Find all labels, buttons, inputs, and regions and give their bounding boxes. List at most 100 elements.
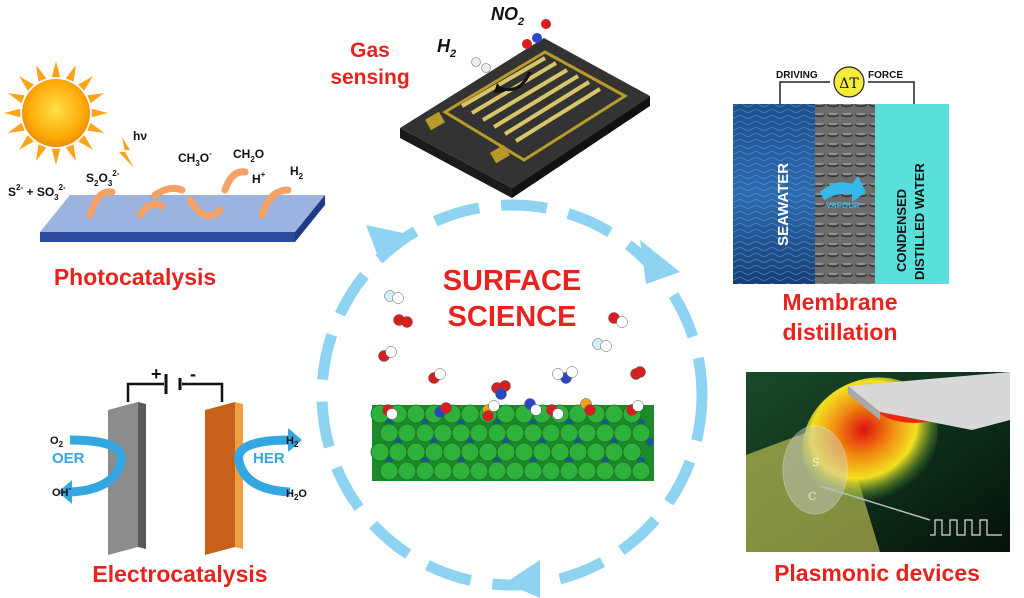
cycle-arrow-bottom xyxy=(505,560,540,598)
molecule-atom xyxy=(488,400,500,412)
photocatalyst-plate xyxy=(40,195,325,232)
oer-arrowhead-icon xyxy=(58,480,72,504)
surface-atom xyxy=(595,461,615,481)
gas-sensing-label-line1: Gas xyxy=(350,39,390,62)
no2-nitrogen xyxy=(532,33,542,43)
s2o3-text: S2O32- xyxy=(86,169,120,188)
plus-terminal: + xyxy=(151,364,162,384)
surface-atom xyxy=(631,423,651,443)
molecule-atom xyxy=(530,404,542,416)
sensor-chip-front xyxy=(400,128,512,198)
interdigitated-electrodes xyxy=(442,50,628,162)
molecule xyxy=(630,366,646,380)
no2-molecule xyxy=(522,39,532,49)
ch3o-text: CH3O- xyxy=(178,149,212,168)
surface-atom xyxy=(577,423,597,443)
sun-ray xyxy=(51,61,61,78)
no2-label: NO2 xyxy=(491,4,524,28)
surface-atom xyxy=(460,442,480,462)
plasmonic-panel: S C Plasmonic devices xyxy=(746,372,1010,586)
surface-atom xyxy=(496,442,516,462)
surface-atom xyxy=(568,442,588,462)
exchange-arrowhead-icon xyxy=(494,83,505,93)
sc-lens xyxy=(782,425,848,515)
sun-ray xyxy=(65,64,76,82)
surface-atom xyxy=(541,423,561,443)
gas-sensing-panel: Gas sensing NO2 H2 xyxy=(330,4,650,198)
surface-atom xyxy=(469,423,489,443)
no2-oxygen xyxy=(541,19,551,29)
cathode-edge xyxy=(235,402,243,549)
molecule-atom xyxy=(440,402,452,414)
membrane-label-line1: Membrane xyxy=(782,289,897,315)
sensor-pad-left xyxy=(425,111,445,131)
distilled-water-text: DISTILLED WATER xyxy=(912,163,927,280)
sun-ray xyxy=(36,144,47,162)
sensor-pad-right xyxy=(490,144,510,164)
seawater-waves xyxy=(733,104,815,284)
surface-atom xyxy=(424,442,444,462)
ch2o-text: CH2O xyxy=(233,147,264,164)
surface-atom xyxy=(460,404,480,424)
sun-ray xyxy=(87,122,105,133)
probe-line xyxy=(819,485,931,521)
molecule xyxy=(434,402,452,418)
surface-atom xyxy=(604,404,624,424)
lightning-icon xyxy=(119,137,134,168)
waveguide-tip xyxy=(848,372,1010,430)
molecule xyxy=(580,398,596,416)
gas-sensing-label-line2: sensing xyxy=(330,66,409,89)
vapour-text: VAPOUR xyxy=(826,201,860,210)
sensor-chip-side xyxy=(512,96,650,198)
surface-atom xyxy=(631,461,651,481)
surface-atom xyxy=(433,461,453,481)
molecule-atom xyxy=(392,292,404,304)
o2-electro-text: O2 xyxy=(50,435,64,449)
oh-text: OH- xyxy=(52,484,72,499)
sun-ray xyxy=(87,93,105,104)
surface-atom xyxy=(451,461,471,481)
molecule-atom xyxy=(386,408,398,420)
sun-ray xyxy=(36,64,47,82)
sun-icon xyxy=(4,61,108,165)
sun-ray xyxy=(78,76,93,91)
molecule-atom xyxy=(401,316,413,328)
subsurface-atom xyxy=(646,438,654,446)
hv-text: hν xyxy=(133,129,147,143)
adsorbed-molecules xyxy=(378,290,646,422)
hplus-text: H+ xyxy=(252,170,266,186)
her-text: HER xyxy=(253,450,285,467)
molecule xyxy=(552,366,578,384)
surface-atom xyxy=(397,461,417,481)
her-arrowhead-icon xyxy=(288,428,302,452)
seawater-text: SEAWATER xyxy=(775,163,792,246)
anode-plate xyxy=(108,402,138,555)
surface-atom xyxy=(415,461,435,481)
photocatalysis-label: Photocatalysis xyxy=(54,264,216,290)
surface-atom xyxy=(559,461,579,481)
surface-atom xyxy=(469,461,489,481)
surface-atom xyxy=(433,423,453,443)
h2-electro-text: H2 xyxy=(286,435,299,449)
electrocatalysis-label: Electrocatalysis xyxy=(92,561,267,587)
surface-slab xyxy=(370,290,654,481)
molecule xyxy=(524,398,542,416)
molecule xyxy=(626,400,644,416)
molecule-atom xyxy=(616,316,628,328)
cathode-plate xyxy=(205,402,235,555)
her-arrow-icon xyxy=(234,435,291,497)
circuit-wire xyxy=(126,382,224,402)
surface-atom xyxy=(523,461,543,481)
molecule xyxy=(592,338,612,352)
molecule-atom xyxy=(385,346,397,358)
force-text: FORCE xyxy=(868,70,903,81)
driving-text: DRIVING xyxy=(776,70,818,81)
sun-ray xyxy=(7,93,25,104)
surface-atom xyxy=(613,423,633,443)
cycle-ring xyxy=(316,199,708,598)
surface-atom xyxy=(622,442,642,462)
oer-text: OER xyxy=(52,450,85,467)
plasmonic-label: Plasmonic devices xyxy=(774,560,980,586)
h2-molecule xyxy=(471,57,481,67)
